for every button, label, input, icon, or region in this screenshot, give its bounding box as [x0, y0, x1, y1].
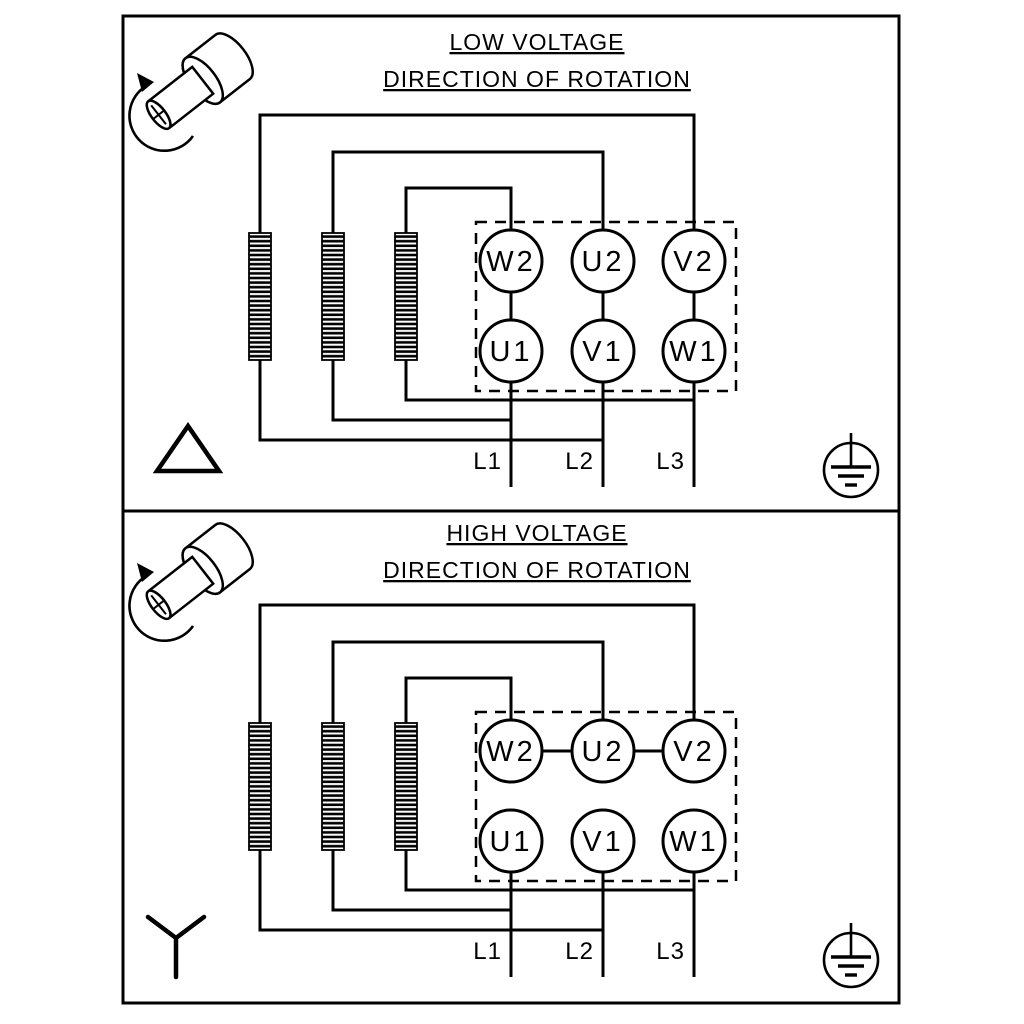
supply-label-l2: L2 [565, 938, 594, 965]
supply-label-l2: L2 [565, 448, 594, 475]
high-voltage-panel: HIGH VOLTAGE DIRECTION OF ROTATION W2 U2… [129, 517, 878, 987]
terminal-label-u2: U2 [581, 246, 624, 278]
terminal-label-w2: W2 [486, 246, 536, 278]
terminal-label-v1: V1 [582, 826, 623, 858]
panel-title: LOW VOLTAGE [449, 29, 624, 55]
terminal-label-w1: W1 [669, 826, 719, 858]
terminal-label-u1: U1 [489, 336, 532, 368]
terminal-label-u2: U2 [581, 736, 624, 768]
terminal-label-v2: V2 [673, 246, 714, 278]
terminal-label-v2: V2 [673, 736, 714, 768]
supply-label-l3: L3 [656, 448, 685, 475]
star-icon [145, 914, 207, 980]
terminal-label-w1: W1 [669, 336, 719, 368]
panel-title: HIGH VOLTAGE [446, 520, 627, 546]
delta-icon [152, 422, 224, 474]
supply-label-l3: L3 [656, 938, 685, 965]
supply-label-l1: L1 [473, 448, 502, 475]
terminal-label-u1: U1 [489, 826, 532, 858]
terminal-label-w2: W2 [486, 736, 536, 768]
low-voltage-panel: LOW VOLTAGE DIRECTION OF ROTATION W2 U2 … [129, 27, 878, 497]
panel-subtitle: DIRECTION OF ROTATION [383, 557, 691, 583]
delta-link-wires [509, 292, 696, 320]
panel-subtitle: DIRECTION OF ROTATION [383, 66, 691, 92]
terminal-label-v1: V1 [582, 336, 623, 368]
supply-label-l1: L1 [473, 938, 502, 965]
